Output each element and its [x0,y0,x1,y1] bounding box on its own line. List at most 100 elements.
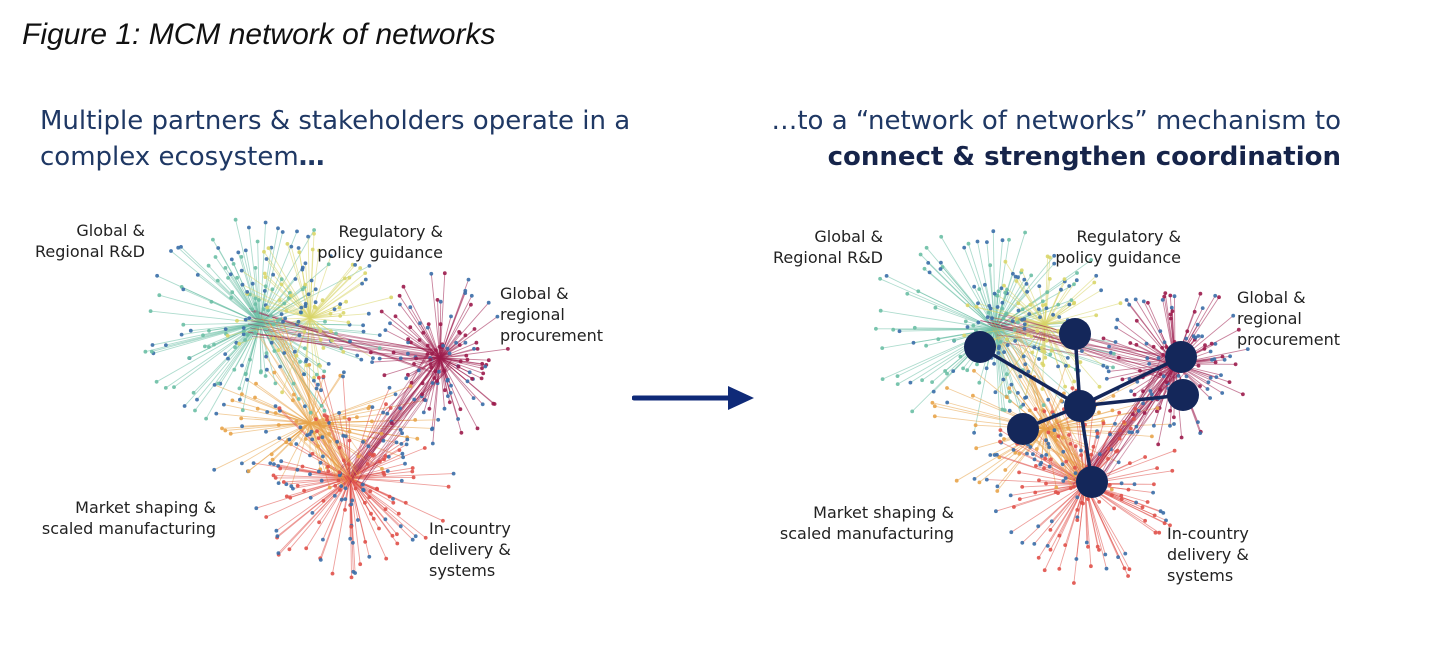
right-label-regulatory: Regulatory &policy guidance [1055,227,1181,267]
network-node [399,478,404,483]
network-node [257,298,261,302]
network-node [330,338,334,343]
network-node [446,484,451,489]
network-node [1054,419,1059,424]
network-node [1220,391,1225,395]
network-edge [259,322,305,375]
network-edge [1022,483,1086,488]
network-node [370,419,374,424]
network-node [1104,376,1109,381]
network-node [368,489,373,494]
network-node [317,375,321,380]
network-edge [278,477,351,554]
network-edge [940,236,996,330]
network-node [438,322,443,327]
network-bridge-edge [348,350,449,473]
network-node [403,461,407,466]
network-edge [1041,323,1046,364]
network-node [1032,345,1037,350]
network-node [1134,424,1139,429]
network-node [385,469,390,473]
network-node [1016,301,1021,306]
hub-node-procA [1165,341,1197,373]
network-node [1132,417,1136,421]
network-edge [926,247,996,330]
network-node [294,353,299,358]
network-node [972,430,976,435]
network-node [1057,533,1062,538]
network-node [323,319,327,324]
network-node [285,242,290,246]
network-node [316,444,320,448]
network-node [1168,523,1172,528]
network-edge [370,351,441,359]
network-links [145,219,508,578]
network-edge [267,307,311,319]
network-edge [309,317,349,323]
network-node [438,299,443,304]
network-node [264,515,269,519]
network-node [995,305,1000,309]
network-edge [1029,304,1046,325]
network-node [1196,363,1201,368]
network-edge [208,265,261,324]
network-node [483,364,488,369]
network-node [329,329,333,334]
network-nodes [143,217,510,580]
network-edge [309,296,392,319]
network-edge [255,383,311,424]
network-node [429,365,434,370]
network-node [366,311,371,316]
network-node [1002,350,1006,354]
network-node [387,494,392,499]
network-node [233,345,237,350]
network-node [398,428,403,432]
network-node [297,250,302,255]
network-edge [994,328,1007,397]
network-node [296,319,301,324]
network-edge [309,272,366,319]
network-bridge-edge [993,321,1083,481]
network-bridge-edge [311,417,362,480]
network-edge [992,231,996,330]
network-edge [996,454,1086,485]
network-edge [1044,303,1075,325]
network-node [1124,298,1129,302]
network-node [425,325,430,330]
network-node [347,275,352,280]
network-node [458,359,463,364]
network-node [306,234,310,239]
network-bridge-edge [353,348,433,476]
network-node [1017,452,1022,456]
network-node [201,333,205,338]
network-node [383,328,388,332]
network-edge [309,317,315,378]
network-node [339,346,344,351]
network-edge [233,322,261,370]
network-node [398,524,403,529]
network-edge [880,310,996,330]
network-node [310,247,315,252]
network-node [332,493,337,498]
network-node [265,367,269,372]
network-node [276,348,281,353]
network-node [435,298,440,302]
network-edge [1044,302,1121,325]
network-node [248,357,252,362]
network-node [394,440,399,445]
network-node [469,302,473,307]
network-node [322,424,326,429]
network-node [463,291,468,295]
network-node [1152,482,1156,487]
network-node [1042,466,1046,471]
network-node [1086,497,1090,501]
network-node [370,360,374,364]
network-node [1158,509,1163,514]
network-node [1227,380,1232,384]
network-node [1164,380,1169,384]
network-node [1072,282,1076,287]
network-node [1047,445,1052,449]
network-node [238,397,242,402]
network-node [240,461,244,466]
network-node [1208,375,1213,380]
